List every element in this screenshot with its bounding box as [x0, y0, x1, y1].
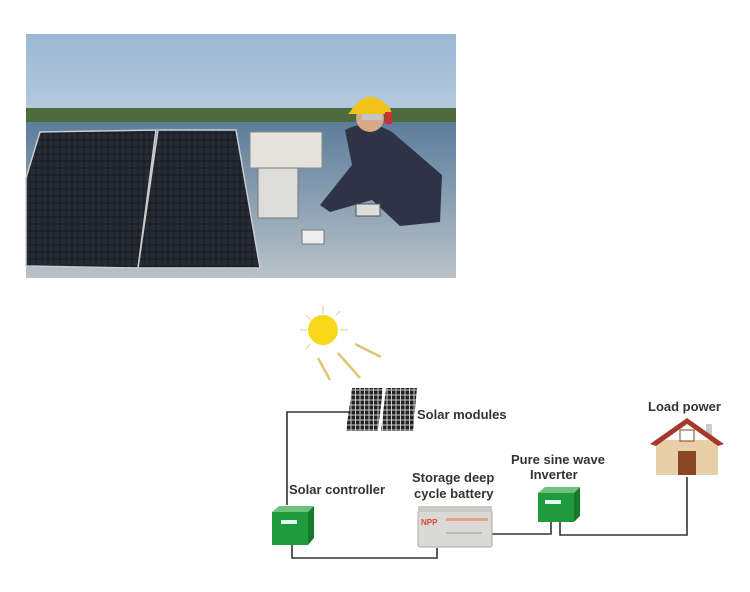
combiner-box: [249, 131, 323, 169]
solar-modules-label: Solar modules: [417, 407, 507, 422]
battery-label-line1: Storage deep: [412, 470, 494, 485]
solar-controller-label: Solar controller: [289, 482, 385, 497]
inverter-label-line1: Pure sine wave: [511, 452, 605, 467]
solar-controller-icon: [272, 506, 314, 545]
solar-panel-right: [137, 129, 261, 269]
meter-box: [301, 229, 325, 245]
hard-hat: [348, 96, 392, 114]
battery-brand: NPP: [421, 518, 438, 527]
solar-panel-left: [25, 129, 157, 269]
load-power-label: Load power: [648, 399, 721, 414]
inverter-icon: [538, 487, 580, 522]
sun-icon: [300, 305, 382, 381]
solar-modules-icon: [346, 388, 417, 431]
wiring: [286, 411, 688, 559]
solar-technician-photo: [25, 34, 456, 278]
tree-line: [26, 108, 456, 122]
junction-box: [257, 167, 299, 219]
battery-label-line2: cycle battery: [414, 486, 494, 501]
house-icon: [650, 418, 724, 475]
battery-icon: NPP: [417, 506, 493, 548]
inverter-label-line2: Inverter: [530, 467, 578, 482]
solar-system-diagram: Solar modules Solar controller NPP Stora…: [272, 305, 724, 559]
technician: [320, 96, 442, 226]
